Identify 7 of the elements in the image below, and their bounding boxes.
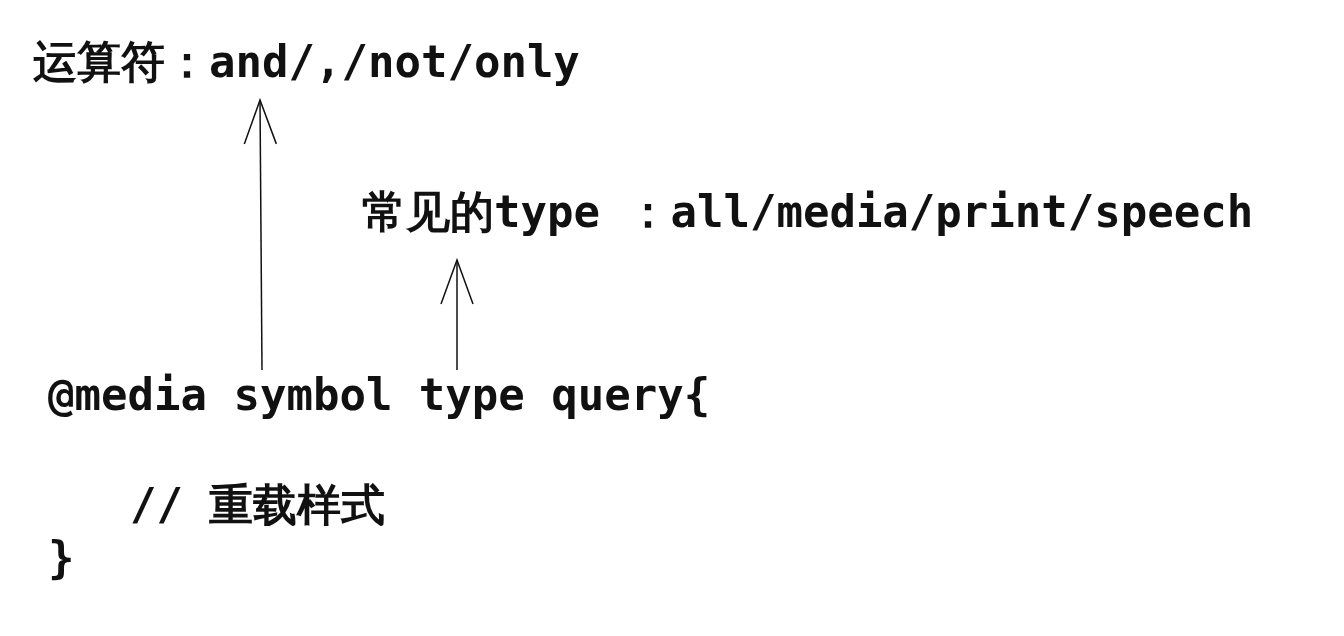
arrow xyxy=(440,259,474,371)
code-comment: // 重载样式 xyxy=(130,480,386,530)
type-text: 常见的type ：all/media/print/speech xyxy=(362,187,1254,260)
operator-text: 运算符：and/,/not/only xyxy=(33,37,580,100)
arrow xyxy=(243,99,278,371)
code-line: @media symbol type query{ xyxy=(48,370,711,420)
closing-brace: } xyxy=(48,533,75,583)
